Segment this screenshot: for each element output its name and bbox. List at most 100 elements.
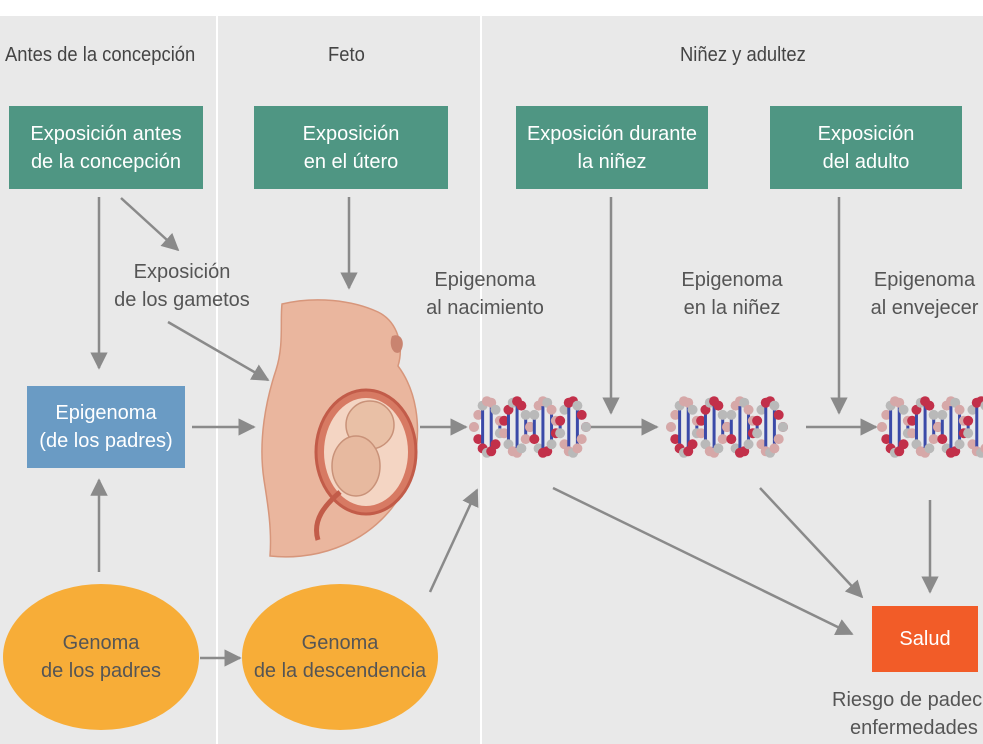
- parent-epigenome-box: Epigenoma (de los padres): [27, 386, 185, 468]
- exposure-uterus-line2: en el útero: [303, 150, 399, 173]
- gametes-line2: de los gametos: [114, 289, 250, 311]
- dna-atom: [529, 409, 540, 420]
- dna-atom: [525, 422, 535, 432]
- dna-atom: [490, 404, 501, 415]
- epigenome-birth-label: Epigenoma al nacimiento: [418, 266, 552, 322]
- dna-atom: [520, 409, 531, 420]
- dna-atom: [937, 409, 948, 420]
- dna-atom: [907, 428, 918, 439]
- dna-atom: [778, 422, 788, 432]
- dna-helix-birth: [469, 396, 591, 458]
- dna-atom: [529, 434, 540, 445]
- phase-label-childhood-adulthood: Niñez y adultez: [680, 44, 806, 66]
- arrow-childhood-epigenome-to-health: [759, 487, 864, 599]
- phase-label-fetus: Feto: [328, 44, 365, 66]
- exposure-adult-line2: del adulto: [822, 150, 910, 173]
- dna-atom: [499, 415, 510, 426]
- dna-atom: [687, 404, 698, 415]
- dna-atom: [898, 439, 909, 450]
- dna-atom: [881, 434, 892, 445]
- risk-line2: enfermedades: [850, 717, 978, 739]
- dna-atom: [713, 400, 724, 411]
- dna-atom: [572, 443, 583, 454]
- dna-atom: [743, 439, 754, 450]
- exposure-adult-box: Exposición del adulto: [770, 106, 962, 189]
- epigenome-birth-line1: Epigenoma: [434, 269, 536, 291]
- dna-atom: [713, 443, 724, 454]
- exposure-adult-line1: Exposición: [817, 122, 915, 145]
- exposure-childhood-box: Exposición durante la niñez: [516, 106, 708, 189]
- dna-atom: [773, 409, 784, 420]
- parent-genome-line1: Genoma: [62, 632, 140, 654]
- dna-atom: [516, 443, 527, 454]
- parent-epigenome-line1: Epigenoma: [55, 402, 157, 424]
- offspring-genome-ellipse: Genoma de la descendencia: [242, 584, 438, 730]
- dna-atom: [687, 439, 698, 450]
- dna-atom: [963, 415, 974, 426]
- divider-2: [480, 16, 482, 744]
- parent-genome-line2: de los padres: [40, 660, 162, 682]
- epigenome-childhood-line2: en la niñez: [683, 297, 781, 319]
- dna-atom: [980, 401, 983, 410]
- dna-atom: [881, 409, 892, 420]
- dna-atom: [743, 404, 754, 415]
- dna-atom: [717, 409, 728, 420]
- dna-atom: [963, 428, 974, 439]
- parent-genome-ellipse: Genoma de los padres: [3, 584, 199, 730]
- dna-atom: [937, 434, 948, 445]
- dna-atom: [473, 409, 484, 420]
- dna-atom: [717, 434, 728, 445]
- epigenome-aging-label: Epigenoma al envejecer: [866, 266, 983, 322]
- epigenome-aging-line2: al envejecer: [870, 297, 979, 319]
- dna-atom: [696, 415, 707, 426]
- disease-risk-label: Riesgo de padecer enfermedades: [818, 686, 983, 742]
- dna-atom: [520, 434, 531, 445]
- dna-atom: [670, 434, 681, 445]
- dna-atom: [928, 434, 939, 445]
- dna-atom: [473, 434, 484, 445]
- offspring-genome-line1: Genoma: [301, 632, 379, 654]
- epigenome-childhood-label: Epigenoma en la niñez: [666, 266, 798, 322]
- dna-atom: [469, 422, 479, 432]
- divider-1: [216, 16, 218, 744]
- dna-atom: [898, 404, 909, 415]
- epigenome-birth-line2: al nacimiento: [426, 297, 544, 319]
- dna-atom: [924, 400, 935, 411]
- pregnancy-illustration: [261, 299, 419, 558]
- gametes-exposure-label: Exposición de los gametos: [112, 258, 252, 314]
- dna-atom: [726, 434, 737, 445]
- dna-atom: [670, 409, 681, 420]
- dna-atom: [516, 400, 527, 411]
- exposure-childhood-line2: la niñez: [577, 150, 647, 173]
- dna-atom: [954, 439, 965, 450]
- dna-atom: [877, 422, 887, 432]
- dna-atom: [752, 415, 763, 426]
- phase-label-preconception: Antes de la concepción: [5, 44, 196, 66]
- dna-atom: [666, 422, 676, 432]
- health-box: Salud: [872, 606, 978, 672]
- health-label: Salud: [899, 628, 951, 650]
- dna-atom: [722, 422, 732, 432]
- offspring-genome-line2: de la descendencia: [253, 660, 427, 682]
- dna-atom: [499, 428, 510, 439]
- dna-helix-aging: [877, 396, 983, 458]
- dna-atom: [954, 404, 965, 415]
- dna-atom: [546, 439, 557, 450]
- dna-atom: [581, 422, 591, 432]
- dna-atom: [773, 434, 784, 445]
- dna-atom: [907, 415, 918, 426]
- epigenome-childhood-line1: Epigenoma: [681, 269, 783, 291]
- exposure-uterus-line1: Exposición: [302, 122, 400, 145]
- dna-atom: [576, 409, 587, 420]
- arrow-birth-epigenome-to-health: [552, 486, 854, 636]
- dna-atom: [769, 443, 780, 454]
- dna-atom: [928, 409, 939, 420]
- exposure-uterus-box: Exposición en el útero: [254, 106, 448, 189]
- dna-atom: [576, 434, 587, 445]
- dna-atom: [924, 443, 935, 454]
- dna-atom: [726, 409, 737, 420]
- dna-atom: [555, 415, 566, 426]
- dna-atom: [752, 428, 763, 439]
